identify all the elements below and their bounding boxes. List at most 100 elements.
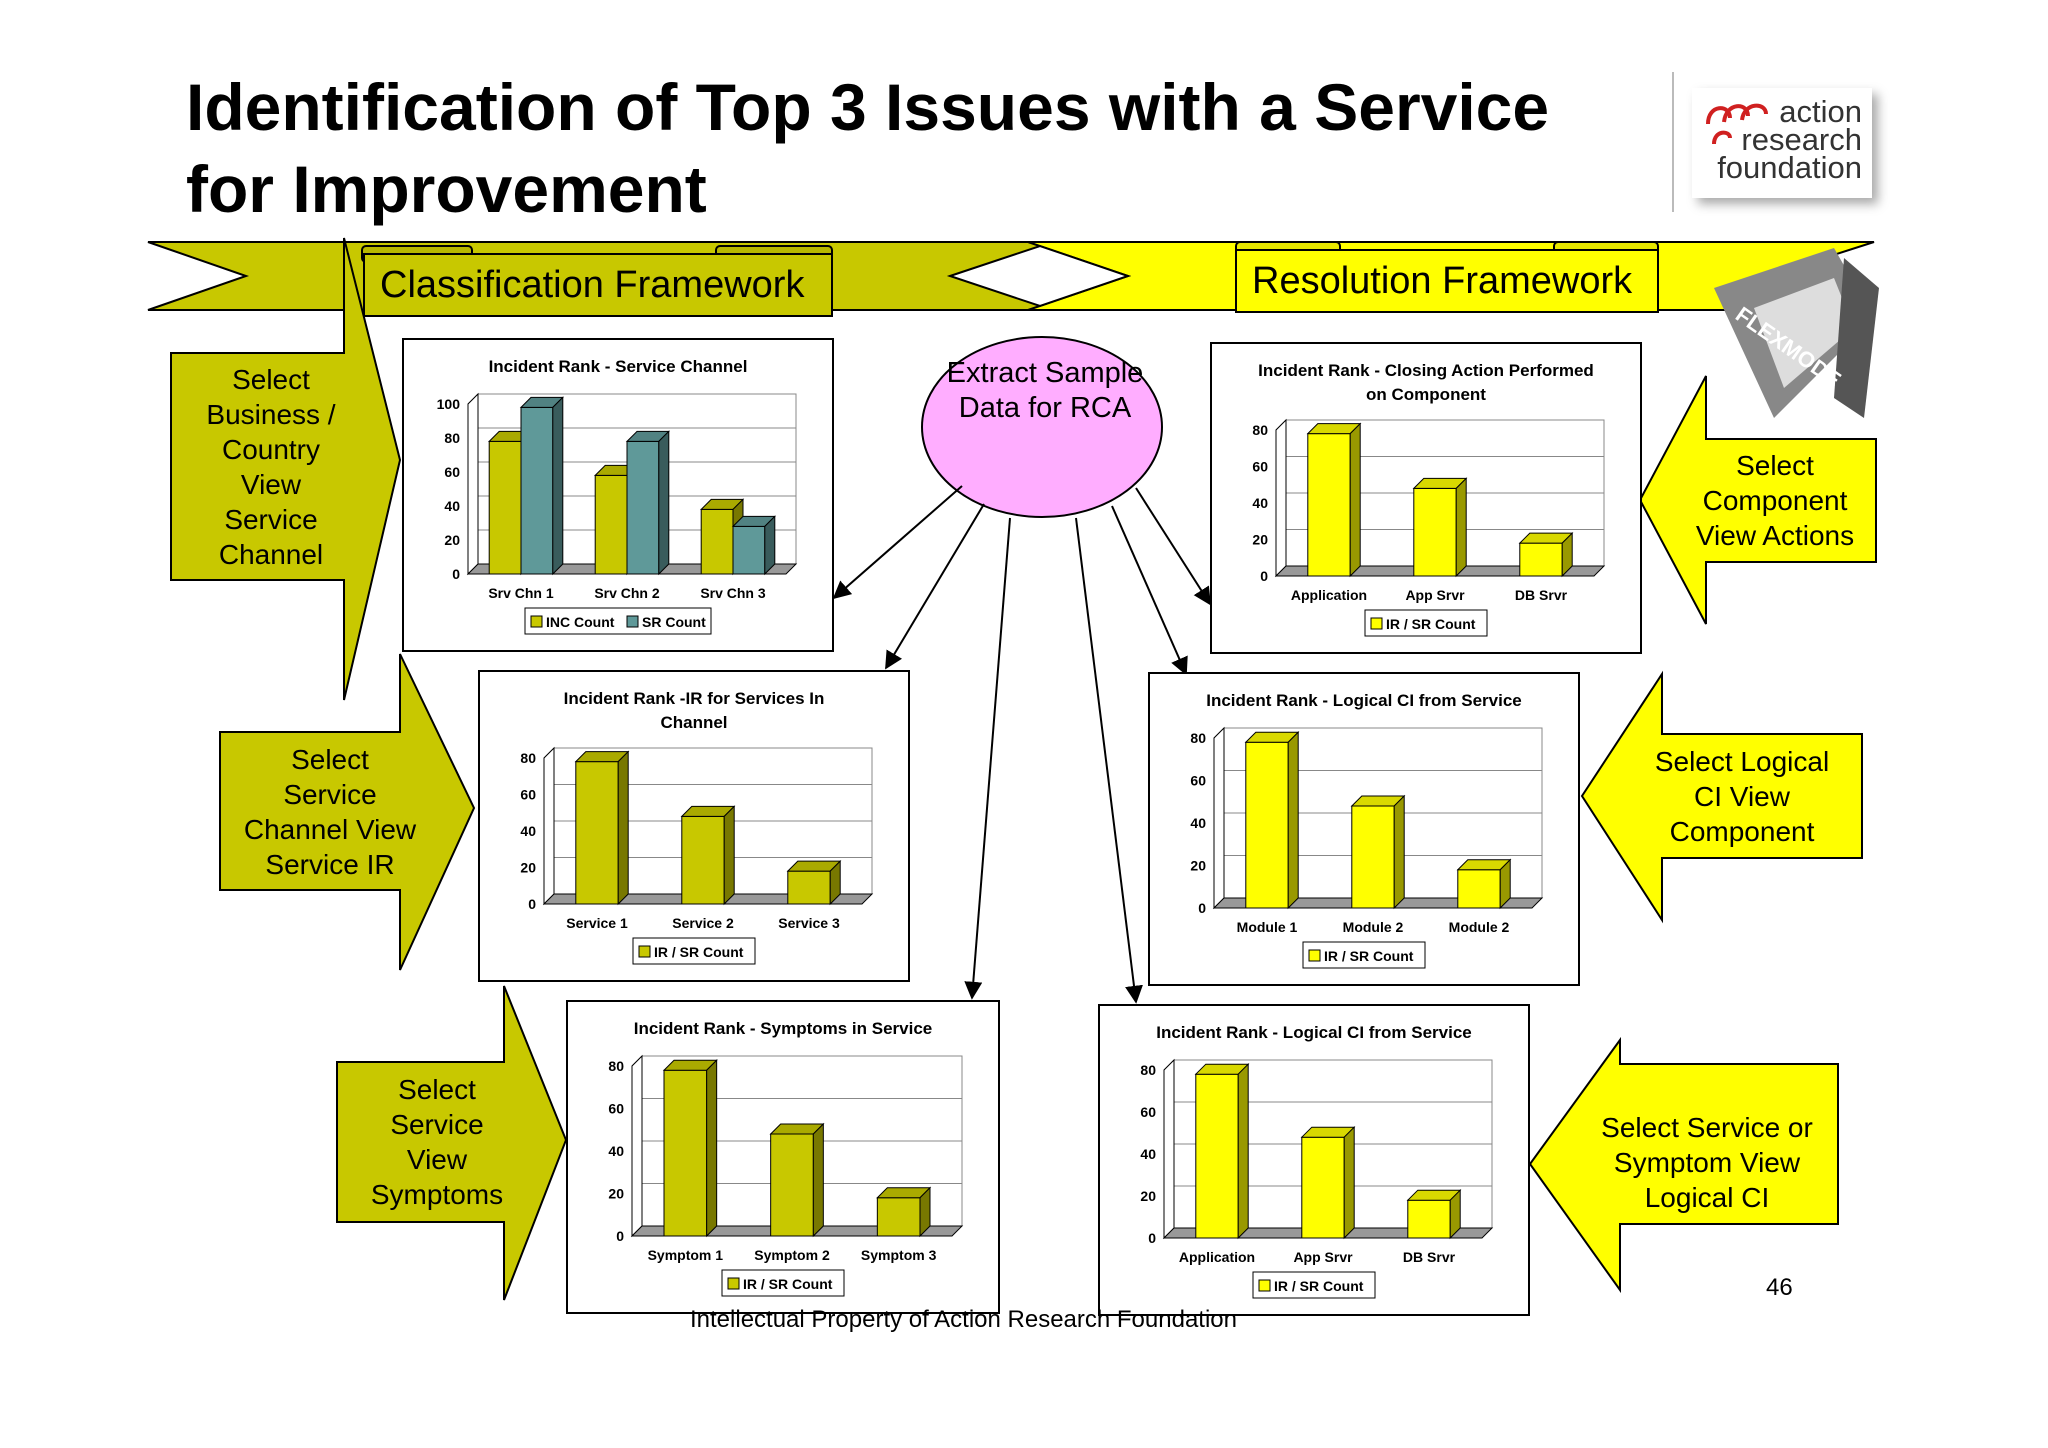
right-arrow-2 [1580,670,1863,924]
y-tick-label: 60 [1140,1104,1156,1120]
legend-label: INC Count [546,614,615,630]
classification-framework-label: Classification Framework [380,264,805,306]
legend-swatch [1258,1279,1271,1292]
y-tick-label: 20 [520,860,536,876]
x-tick-label: Symptom 2 [754,1247,830,1263]
chart-svg: Incident Rank - Closing Action Performed… [1252,361,1606,637]
legend-swatch [626,615,639,628]
chart-svg: Incident Rank -IR for Services InChannel… [520,689,874,965]
y-tick-label: 80 [1252,422,1268,438]
resolution-framework-label: Resolution Framework [1252,260,1633,302]
resolution-banner [946,241,1875,313]
arrow-line: Component [1702,485,1848,516]
plot-side-wall [631,1054,643,1238]
x-tick-label: DB Srvr [1403,1249,1456,1265]
y-tick-label: 80 [608,1058,624,1074]
left-arrow-2 [219,653,476,971]
legend-swatch [530,615,543,628]
arrow-line: Select [232,364,310,395]
x-tick-label: Symptom 1 [648,1247,724,1263]
legend-label: IR / SR Count [1324,948,1414,964]
plot-side-wall [467,392,479,576]
chart-logical-ci-module: Incident Rank - Logical CI from Service 0… [1148,672,1580,986]
legend-box [1252,1271,1376,1299]
arrow-line: CI View [1694,781,1790,812]
page-number: 46 [1766,1274,1793,1301]
plot-side-wall [1163,1058,1175,1240]
legend-swatch [1370,617,1383,630]
logo-line-2: research [1741,122,1862,157]
y-tick-label: 20 [608,1186,624,1202]
arrow-line: Channel [218,539,324,570]
logo-line-1: action [1779,94,1862,129]
bar [769,1122,825,1238]
bar [1518,531,1574,578]
x-tick-label: App Srvr [1293,1249,1353,1265]
right-arrow-3 [1528,1036,1839,1294]
y-tick-label: 20 [1140,1188,1156,1204]
legend-box [721,1269,845,1297]
action-research-foundation-logo: action research foundation [1672,72,1902,212]
chart-title: Incident Rank - Logical CI from Service [1156,1023,1472,1042]
y-tick-label: 0 [1148,1230,1156,1246]
arrow-line: Symptoms [370,1179,504,1210]
bar [786,859,842,906]
right-arrow-1-text: Select Component View Actions [1680,448,1870,553]
x-tick-label: Module 2 [1343,919,1404,935]
x-tick-label: Service 1 [566,915,628,931]
arrow-line: Component [1669,816,1815,847]
y-tick-label: 0 [1198,900,1206,916]
bar [574,750,630,906]
chart-closing-action: Incident Rank - Closing Action Performed… [1210,342,1642,654]
arrow-line: Symptom View [1613,1147,1801,1178]
chart-svg: Incident Rank - Logical CI from Service 0… [1190,691,1544,969]
x-tick-label: Module 2 [1449,919,1510,935]
legend-box [632,937,756,965]
bar [625,430,671,576]
flexmode-badge: FLEXMODE [1714,248,1879,418]
left-arrow-2-text: Select Service Channel View Service IR [220,742,440,882]
legend-box [524,607,712,635]
x-tick-label: Application [1291,587,1367,603]
arrow-line: Service [283,779,377,810]
bar [1350,794,1406,910]
arrow-line: Select Service or [1601,1112,1813,1143]
bar [1406,1188,1462,1240]
chart-title: Incident Rank - Logical CI from Service [1206,691,1522,710]
x-tick-label: DB Srvr [1515,587,1568,603]
logo-box: action research foundation [1692,88,1872,198]
chart-title: Incident Rank - Symptoms in Service [634,1019,933,1038]
logo-glyph-icon [1706,103,1768,145]
y-tick-label: 40 [1140,1146,1156,1162]
slide-title: Identification of Top 3 Issues with a Se… [186,70,1550,226]
legend-label: IR / SR Count [1274,1278,1364,1294]
left-arrow-1-text: Select Business / Country View Service C… [171,362,371,572]
x-tick-label: Service 3 [778,915,840,931]
bar [876,1186,932,1238]
right-arrow-2-text: Select Logical CI View Component [1622,744,1862,849]
classification-banner [147,241,1069,317]
legend-swatch [1308,949,1321,962]
y-tick-label: 80 [520,750,536,766]
y-tick-label: 0 [1260,568,1268,584]
extract-ellipse [921,336,1163,518]
legend-label: IR / SR Count [743,1276,833,1292]
legend-label: IR / SR Count [1386,616,1476,632]
x-tick-label: Srv Chn 1 [488,585,554,601]
chart-title: on Component [1366,385,1486,404]
bar [1456,858,1512,910]
x-tick-label: Srv Chn 3 [700,585,766,601]
y-tick-label: 40 [1190,815,1206,831]
y-tick-label: 0 [452,566,460,582]
footer-text: Intellectual Property of Action Research… [690,1306,1237,1333]
arrow-line: Service IR [265,849,395,880]
bar [1412,477,1468,578]
plot-side-wall [543,746,555,906]
bar [731,515,777,576]
y-tick-label: 60 [444,464,460,480]
left-arrow-3-text: Select Service View Symptoms [337,1072,537,1212]
x-tick-label: Service 2 [672,915,734,931]
left-arrow-1 [170,237,402,701]
